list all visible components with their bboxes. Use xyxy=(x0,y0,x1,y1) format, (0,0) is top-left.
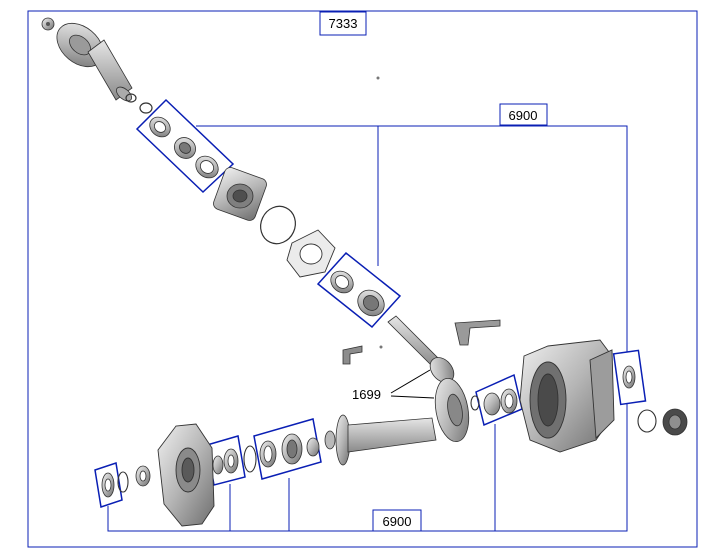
kit-box-middle-bearings xyxy=(316,251,402,329)
drive-flange-shaft-icon xyxy=(56,22,133,102)
far-left-seal-icon xyxy=(101,472,115,498)
label-kit-upper: 6900 xyxy=(499,103,548,126)
assembly-number-text: 7333 xyxy=(329,16,358,31)
right-seal-icon xyxy=(622,365,636,389)
bracket-left-icon xyxy=(342,345,363,365)
upper-bearing-set-icon xyxy=(149,116,219,179)
bracket-right-icon xyxy=(454,319,501,346)
lower-o-ring-icon xyxy=(243,445,257,473)
snap-ring-icon xyxy=(637,409,657,433)
label-bevel-gear-set: 1699 xyxy=(352,369,435,402)
bearing-housing-icon xyxy=(213,167,267,221)
dot-mark-2-icon xyxy=(379,345,383,349)
gear-bearing-icon xyxy=(470,388,518,416)
outer-frame xyxy=(27,10,698,548)
kit-lower-connector-lines xyxy=(107,403,628,532)
small-washers-icon xyxy=(125,93,153,114)
lower-seal-icon xyxy=(212,448,239,475)
kit-box-lower-bearings xyxy=(253,418,322,480)
middle-bearing-set-icon xyxy=(330,270,385,317)
dot-mark-icon xyxy=(376,76,380,80)
hex-nut-icon xyxy=(41,17,55,31)
bevel-gear-number-text: 1699 xyxy=(352,387,381,402)
label-kit-lower: 6900 xyxy=(372,509,422,532)
kit-upper-connector-lines xyxy=(196,125,628,352)
o-ring-icon xyxy=(260,205,296,245)
left-snap-ring-icon xyxy=(117,471,129,493)
pinion-shaft-icon xyxy=(387,315,455,383)
lower-housing-icon xyxy=(157,423,215,527)
output-shaft-icon xyxy=(324,414,437,466)
end-cap-icon xyxy=(662,408,688,436)
kit-upper-number-text: 6900 xyxy=(509,108,538,123)
lower-bearing-set-icon xyxy=(259,433,320,468)
kit-box-upper-bearings xyxy=(135,98,235,194)
gearbox-housing-icon xyxy=(519,339,615,453)
kit-box-right-seal xyxy=(612,349,647,406)
ring-gear-icon xyxy=(434,377,470,443)
label-assembly-top: 7333 xyxy=(319,11,367,36)
kit-lower-number-text: 6900 xyxy=(383,514,412,529)
small-bearing-icon xyxy=(135,465,151,487)
gasket-plate-icon xyxy=(286,229,336,278)
kit-box-far-left-seal xyxy=(94,462,123,508)
